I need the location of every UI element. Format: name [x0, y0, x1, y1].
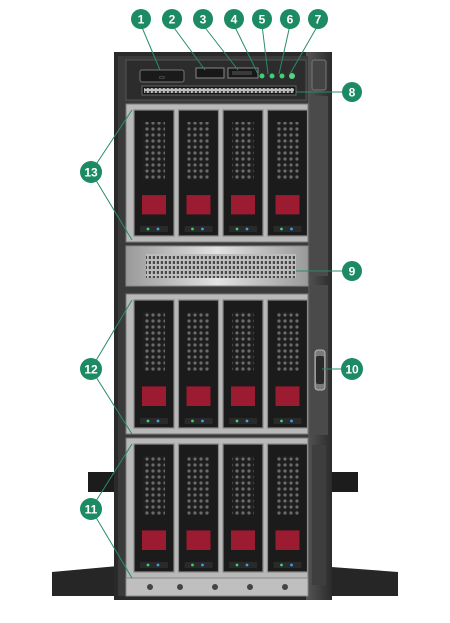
drive-activity-led [146, 419, 150, 423]
drive-bay[interactable] [222, 443, 264, 573]
drive-activity-led [280, 227, 283, 231]
drive-release-latch[interactable] [231, 386, 255, 406]
drive-activity-led [191, 419, 194, 423]
front-vent-bezel [125, 245, 309, 287]
drive-status-led [156, 227, 160, 231]
drive-bay[interactable] [133, 109, 175, 237]
drive-release-latch[interactable] [275, 195, 300, 215]
drive-activity-led [191, 563, 194, 567]
front-io-panel: ▭ [125, 59, 307, 101]
svg-text:4: 4 [231, 13, 238, 27]
drive-status-led [290, 563, 293, 567]
drive-bay[interactable] [133, 443, 175, 573]
drive-release-latch[interactable] [231, 195, 255, 215]
drive-bay[interactable] [222, 299, 264, 429]
drive-bay[interactable] [133, 299, 175, 429]
drive-bay[interactable] [266, 109, 309, 237]
drive-cages [125, 103, 309, 579]
drive-release-latch[interactable] [186, 195, 211, 215]
drive-release-latch[interactable] [142, 195, 166, 215]
svg-text:12: 12 [84, 363, 98, 377]
svg-text:8: 8 [349, 86, 356, 100]
svg-text:3: 3 [200, 13, 207, 27]
chassis-base [125, 577, 309, 597]
status-led-3 [279, 73, 285, 79]
drive-status-led [201, 227, 204, 231]
callout-1: 1 [131, 9, 151, 29]
callout-7: 7 [308, 9, 328, 29]
callout-5: 5 [252, 9, 272, 29]
drive-release-latch[interactable] [275, 386, 300, 406]
drive-activity-led [280, 419, 283, 423]
svg-text:13: 13 [84, 166, 98, 180]
svg-text:10: 10 [345, 363, 359, 377]
drive-status-led [290, 419, 293, 423]
drive-status-led [290, 227, 293, 231]
callout-6: 6 [280, 9, 300, 29]
callout-9: 9 [342, 261, 362, 281]
drive-release-latch[interactable] [142, 530, 166, 550]
drive-cage-lower [125, 437, 309, 579]
drive-status-led [156, 563, 160, 567]
callout-4: 4 [224, 9, 244, 29]
drive-bay[interactable] [222, 109, 264, 237]
svg-text:5: 5 [259, 13, 266, 27]
callout-3: 3 [193, 9, 213, 29]
drive-status-led [201, 419, 204, 423]
drive-activity-led [191, 227, 194, 231]
drive-bay[interactable] [177, 443, 220, 573]
svg-text:2: 2 [169, 13, 176, 27]
drive-status-led [245, 227, 249, 231]
drive-status-led [245, 419, 249, 423]
svg-text:6: 6 [287, 13, 294, 27]
right-side-rail [310, 59, 328, 585]
drive-status-led [156, 419, 160, 423]
svg-text:9: 9 [349, 265, 356, 279]
drive-release-latch[interactable] [186, 386, 211, 406]
drive-activity-led [235, 227, 239, 231]
callouts: 1 2 3 4 5 6 7 8 [80, 9, 363, 520]
drive-activity-led [235, 563, 239, 567]
callout-2: 2 [162, 9, 182, 29]
svg-text:▭: ▭ [159, 75, 165, 81]
callout-10: 10 [341, 358, 363, 380]
power-button [289, 73, 295, 79]
callout-13: 13 [80, 161, 102, 183]
status-led-2 [269, 73, 275, 79]
drive-release-latch[interactable] [142, 386, 166, 406]
callout-8: 8 [342, 82, 362, 102]
callout-11: 11 [80, 498, 102, 520]
drive-activity-led [280, 563, 283, 567]
drive-activity-led [146, 227, 150, 231]
drive-bay[interactable] [266, 299, 309, 429]
drive-release-latch[interactable] [231, 530, 255, 550]
drive-activity-led [235, 419, 239, 423]
drive-bay[interactable] [177, 109, 220, 237]
svg-text:1: 1 [138, 13, 145, 27]
callout-leaders [90, 24, 347, 579]
drive-status-led [245, 563, 249, 567]
svg-text:11: 11 [85, 503, 98, 517]
drive-release-latch[interactable] [186, 530, 211, 550]
drive-activity-led [146, 563, 150, 567]
drive-bay[interactable] [177, 299, 220, 429]
drive-status-led [201, 563, 204, 567]
callout-12: 12 [80, 358, 102, 380]
drive-cage-upper [125, 103, 309, 243]
status-led-1 [259, 73, 265, 79]
drive-bay[interactable] [266, 443, 309, 573]
svg-text:7: 7 [315, 13, 322, 27]
drive-cage-middle [125, 293, 309, 435]
drive-release-latch[interactable] [275, 530, 300, 550]
